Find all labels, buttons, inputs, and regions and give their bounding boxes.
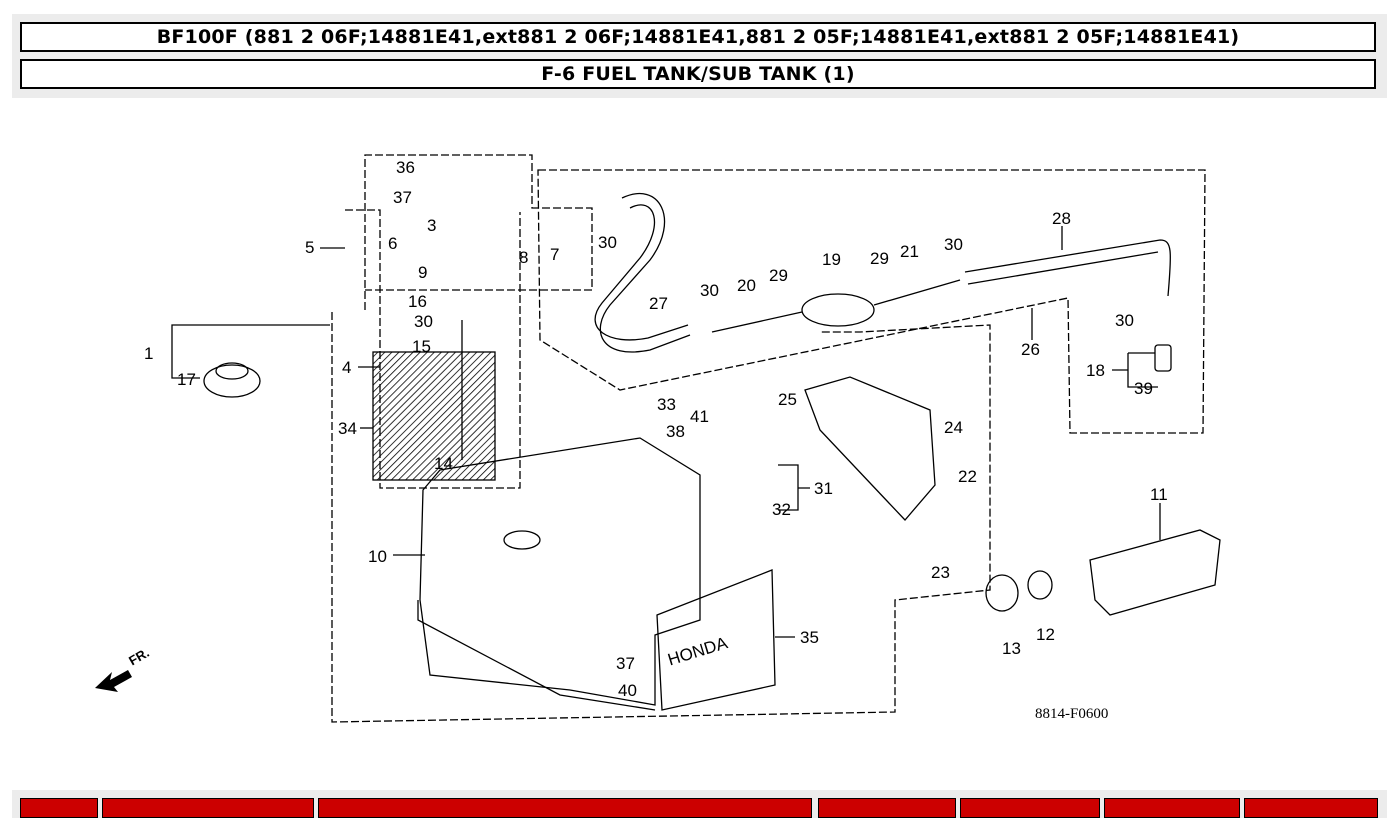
table-col-1 (20, 798, 98, 818)
callout-34: 34 (338, 419, 357, 438)
section-title: F-6 FUEL TANK/SUB TANK (1) (20, 59, 1376, 89)
callout-29: 29 (769, 266, 788, 285)
decal-35-shape (656, 569, 776, 711)
callout-35: 35 (800, 628, 819, 647)
callout-12: 12 (1036, 625, 1055, 644)
callout-3: 3 (427, 216, 436, 235)
callout-29b: 29 (870, 249, 889, 268)
fuel-gauge-shape (1089, 529, 1221, 616)
table-col-3 (318, 798, 812, 818)
callout-13: 13 (1002, 639, 1021, 658)
primer-line-left (711, 311, 803, 333)
leader-18 (1112, 352, 1158, 388)
callout-22: 22 (958, 467, 977, 486)
callout-37-a: 37 (393, 188, 412, 207)
subtank-plate-shape (372, 351, 496, 481)
connector-18-shape (1154, 344, 1172, 372)
callout-21: 21 (900, 242, 919, 261)
callout-30-d: 30 (944, 235, 963, 254)
callout-11: 11 (1150, 485, 1168, 504)
callout-30-a: 30 (598, 233, 617, 252)
callout-4: 4 (342, 358, 351, 377)
callout-6: 6 (388, 234, 397, 253)
front-arrow-icon: FR. (95, 645, 152, 692)
front-marker-label: FR. (126, 645, 152, 668)
callout-40: 40 (618, 681, 637, 700)
callout-17: 17 (177, 370, 196, 389)
hose-27-shape (599, 192, 691, 353)
leader-1 (171, 324, 330, 379)
callout-30-c: 30 (700, 281, 719, 300)
hose-28-shape (964, 239, 1172, 297)
callout-10: 10 (368, 547, 387, 566)
header-panel: BF100F (881 2 06F;14881E41,ext881 2 06F;… (12, 14, 1387, 98)
callout-28: 28 (1052, 209, 1071, 228)
callout-8: 8 (519, 248, 528, 267)
cover-22-shape (804, 376, 936, 521)
callout-38: 38 (666, 422, 685, 441)
exploded-view: 1 3 4 5 6 7 8 9 10 11 12 13 14 15 16 17 … (95, 154, 1221, 723)
callout-18: 18 (1086, 361, 1105, 380)
callout-15: 15 (412, 337, 431, 356)
callout-36: 36 (396, 158, 415, 177)
callout-30-e: 30 (1115, 311, 1134, 330)
parts-table-header (12, 790, 1387, 818)
callout-16: 16 (408, 292, 427, 311)
callout-19: 19 (822, 250, 841, 269)
assembly-box-left (364, 154, 593, 310)
decal-honda-text: HONDA (665, 633, 730, 669)
callout-33: 33 (657, 395, 676, 414)
callout-5: 5 (305, 238, 314, 257)
table-col-7 (1244, 798, 1378, 818)
diagram-code: 8814-F0600 (1035, 706, 1108, 722)
assembly-box-subtank (345, 209, 521, 489)
callout-31: 31 (814, 479, 833, 498)
model-title: BF100F (881 2 06F;14881E41,ext881 2 06F;… (20, 22, 1376, 52)
parts-diagram: 1 3 4 5 6 7 8 9 10 11 12 13 14 15 16 17 … (0, 100, 1399, 760)
callout-41: 41 (690, 407, 709, 426)
callout-7: 7 (550, 245, 559, 264)
gauge-nut-shape (1027, 570, 1053, 600)
tank-spout-shape (503, 530, 541, 550)
callout-20: 20 (737, 276, 756, 295)
callout-27: 27 (649, 294, 668, 313)
assembly-box-main (331, 312, 991, 723)
gauge-cap-shape (985, 574, 1019, 612)
callout-9: 9 (418, 263, 427, 282)
main-tank-shape (419, 437, 701, 706)
callout-25: 25 (778, 390, 797, 409)
callout-26: 26 (1021, 340, 1040, 359)
fuel-cap-top (215, 362, 249, 380)
hose-27-shape-inner (594, 204, 689, 341)
fuel-cap-shape (203, 364, 261, 398)
callout-23: 23 (931, 563, 950, 582)
callout-32: 32 (772, 500, 791, 519)
callout-labels: 1 3 4 5 6 7 8 9 10 11 12 13 14 15 16 17 … (144, 158, 1168, 700)
assembly-box-hose (537, 169, 1206, 434)
outline-group (171, 154, 1221, 723)
table-col-2 (102, 798, 314, 818)
callout-24: 24 (944, 418, 963, 437)
callout-39: 39 (1134, 379, 1153, 398)
leader-31 (778, 464, 810, 511)
table-col-5 (960, 798, 1100, 818)
callout-37-b: 37 (616, 654, 635, 673)
primer-bulb-shape (801, 293, 875, 327)
callout-1: 1 (144, 344, 153, 363)
callout-14: 14 (434, 454, 453, 473)
primer-line-right (873, 279, 961, 306)
tank-base-shape (417, 600, 656, 711)
table-col-4 (818, 798, 956, 818)
callout-30-b: 30 (414, 312, 433, 331)
table-col-6 (1104, 798, 1240, 818)
